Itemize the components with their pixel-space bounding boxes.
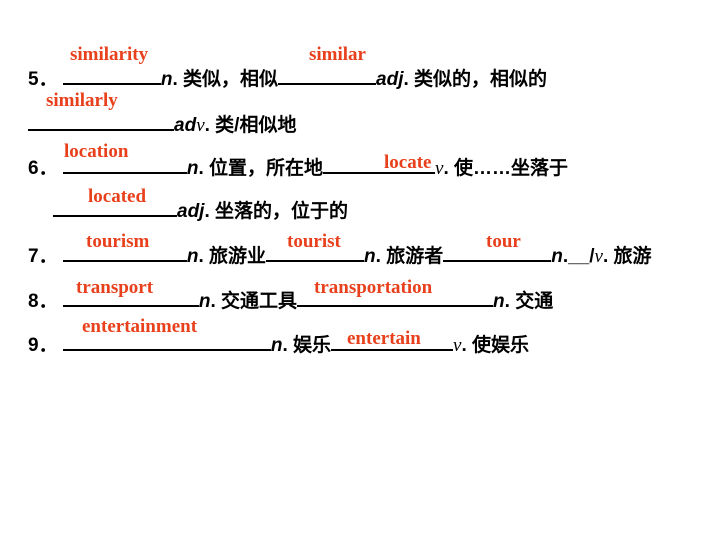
item-6-continued: adj. 坐落的，位于的 bbox=[53, 196, 348, 224]
definition: . 类似，相似 bbox=[172, 69, 279, 90]
blank-1 bbox=[62, 286, 199, 307]
answer-location: location bbox=[64, 141, 129, 162]
answer-located: located bbox=[88, 186, 147, 207]
item-number: 7． bbox=[28, 246, 58, 267]
blank-1 bbox=[62, 64, 161, 85]
part-of-speech: n bbox=[186, 246, 199, 267]
part-of-speech: n bbox=[160, 69, 173, 90]
separator: .__/ bbox=[562, 246, 595, 267]
blank-2 bbox=[323, 153, 436, 174]
definition: . 旅游 bbox=[602, 246, 652, 267]
definition: . 类似的，相似的 bbox=[403, 69, 548, 90]
item-5-continued: adv. 类/相似地 bbox=[28, 110, 296, 138]
answer-transport: transport bbox=[76, 277, 154, 298]
definition: . 旅游业 bbox=[198, 246, 267, 267]
answer-tourist: tourist bbox=[287, 231, 341, 252]
part-of-speech: n bbox=[551, 246, 563, 267]
answer-tour: tour bbox=[486, 231, 521, 252]
part-of-speech: n bbox=[270, 335, 283, 356]
blank-2 bbox=[266, 241, 365, 262]
blank-2 bbox=[331, 330, 454, 351]
item-5: 5． n. 类似，相似 adj. 类似的，相似的 bbox=[28, 64, 547, 92]
item-6: 6． n. 位置，所在地 v. 使……坐落于 bbox=[28, 153, 568, 181]
part-of-speech: v bbox=[435, 158, 444, 179]
item-9: 9． n. 娱乐 v. 使娱乐 bbox=[28, 330, 529, 358]
item-number: 8． bbox=[28, 291, 58, 312]
part-of-speech: ad bbox=[174, 115, 197, 136]
answer-similar: similar bbox=[309, 44, 366, 65]
blank-3 bbox=[28, 110, 174, 131]
part-of-speech: n bbox=[186, 158, 199, 179]
definition: . 交通工具 bbox=[210, 291, 298, 312]
answer-entertainment: entertainment bbox=[82, 316, 198, 337]
blank-2 bbox=[278, 64, 377, 85]
answer-locate: locate bbox=[384, 152, 432, 173]
part-of-speech: n bbox=[493, 291, 505, 312]
answer-similarly: similarly bbox=[46, 90, 118, 111]
part-of-speech: v bbox=[594, 246, 603, 267]
answer-similarity: similarity bbox=[70, 44, 149, 65]
item-number: 6． bbox=[28, 158, 58, 179]
item-number: 5． bbox=[28, 69, 58, 90]
blank-3 bbox=[53, 196, 177, 217]
definition: . 位置，所在地 bbox=[198, 158, 324, 179]
answer-tourism: tourism bbox=[86, 231, 150, 252]
part-of-speech: v bbox=[196, 115, 205, 136]
item-number: 9． bbox=[28, 335, 58, 356]
blank-1 bbox=[62, 241, 187, 262]
answer-transportation: transportation bbox=[314, 277, 433, 298]
blank-1 bbox=[62, 330, 271, 351]
part-of-speech: adj bbox=[177, 201, 205, 222]
answer-entertain: entertain bbox=[347, 328, 421, 349]
part-of-speech: v bbox=[453, 335, 462, 356]
part-of-speech: n bbox=[198, 291, 211, 312]
part-of-speech: n bbox=[364, 246, 376, 267]
blank-2 bbox=[297, 286, 494, 307]
part-of-speech: adj bbox=[376, 69, 404, 90]
definition: . 娱乐 bbox=[282, 335, 332, 356]
definition: . 交通 bbox=[504, 291, 554, 312]
definition: . 旅游者 bbox=[375, 246, 444, 267]
definition: . 类/相似地 bbox=[204, 115, 297, 136]
blank-3 bbox=[443, 241, 552, 262]
blank-1 bbox=[62, 153, 187, 174]
definition: . 坐落的，位于的 bbox=[204, 201, 349, 222]
definition: . 使……坐落于 bbox=[443, 158, 569, 179]
definition: . 使娱乐 bbox=[461, 335, 530, 356]
